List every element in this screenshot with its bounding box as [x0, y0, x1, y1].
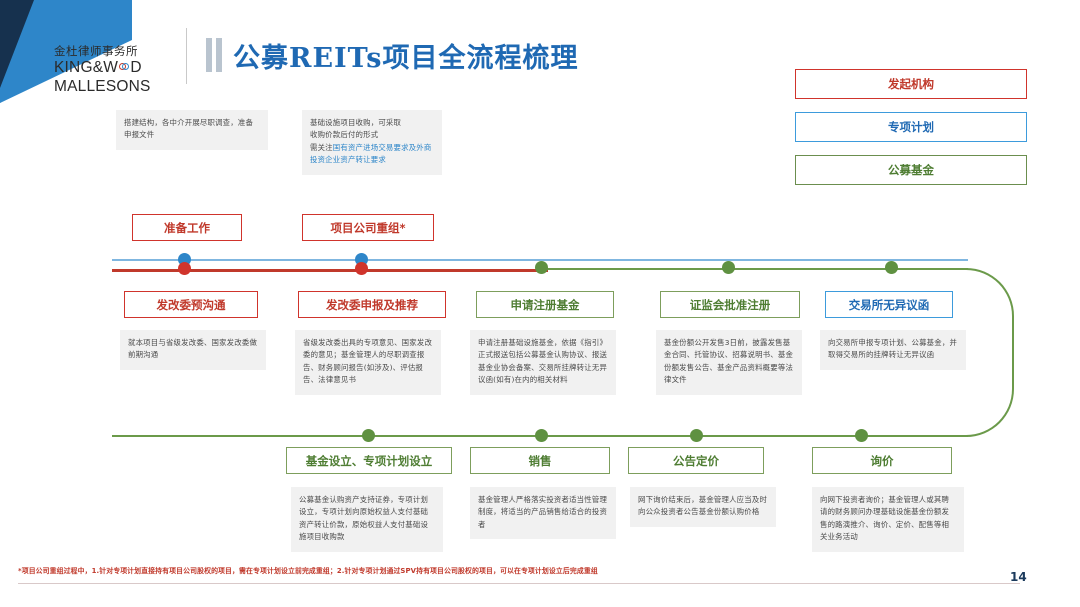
milestone-project-restructuring[interactable]: 项目公司重组* [302, 214, 434, 241]
timeline-line-public-fund-top [540, 268, 968, 271]
stage-bookbuilding[interactable]: 询价 [812, 447, 952, 474]
stage-note-bookbuilding: 向网下投资者询价；基金管理人或其聘请的财务顾问办理基础设施基金份额发售的路演推介… [812, 487, 964, 552]
stage-note-fund-registration-application: 申请注册基础设施基金，依据《指引》正式报送包括公募基金认购协议、报送基金业协会备… [470, 330, 616, 395]
timeline-dot-green-6 [690, 429, 703, 442]
page-number: 14 [1010, 570, 1027, 584]
timeline-green-uturn [966, 268, 1014, 437]
title-accent-bars [206, 38, 222, 72]
timeline-dot-green-3 [885, 261, 898, 274]
page-title: 公募REITs项目全流程梳理 [233, 43, 579, 74]
stage-sales[interactable]: 销售 [470, 447, 610, 474]
stage-ndrc-filing-recommendation[interactable]: 发改委申报及推荐 [298, 291, 446, 318]
stage-ndrc-precommunication[interactable]: 发改委预沟通 [124, 291, 258, 318]
top-note-acquisition-l3-highlight: 国有资产进场交易要求及外商投资企业资产转让要求 [310, 142, 432, 165]
brand-name-en-line2: MALLESONS [54, 77, 151, 95]
top-note-preparation: 搭建结构，各中介开展尽职调查，准备申报文件 [116, 110, 268, 150]
timeline-dot-red-1 [178, 262, 191, 275]
brand-name-en-line1-text: KING&W [54, 59, 119, 76]
top-note-acquisition-l3-prefix: 需关注 [310, 142, 333, 152]
footer-divider [18, 583, 1020, 585]
legend-abs-plan[interactable]: 专项计划 [795, 112, 1027, 142]
stage-note-sales: 基金管理人严格落实投资者适当性管理制度，将适当的产品销售给适合的投资者 [470, 487, 616, 540]
stage-note-csrc-approval: 基金份额公开发售3日前，披露发售基金合同、托管协议、招募说明书、基金份额发售公告… [656, 330, 802, 395]
ring-blue-icon [122, 63, 130, 70]
stage-note-price-announcement: 网下询价结束后，基金管理人应当及时向公众投资者公告基金份额认购价格 [630, 487, 776, 527]
brand-name-cn: 金杜律师事务所 [54, 44, 138, 58]
brand-name-en-line1: KING&WOD [54, 59, 176, 77]
header-divider [186, 28, 187, 84]
brand-logo-rings: O [118, 59, 130, 77]
top-note-acquisition: 基础设施项目收购，可采取 收购价款后付的形式 需关注国有资产进场交易要求及外商投… [302, 110, 442, 175]
stage-price-announcement[interactable]: 公告定价 [628, 447, 764, 474]
timeline-dot-green-1 [535, 261, 548, 274]
stage-note-exchange-no-objection-letter: 向交易所申报专项计划、公募基金，并取得交易所的挂牌转让无异议函 [820, 330, 966, 370]
timeline-dot-green-7 [855, 429, 868, 442]
stage-fund-and-plan-establishment[interactable]: 基金设立、专项计划设立 [286, 447, 452, 474]
legend-originator[interactable]: 发起机构 [795, 69, 1027, 99]
timeline-line-originator [112, 269, 548, 272]
stage-fund-registration-application[interactable]: 申请注册基金 [476, 291, 614, 318]
stage-csrc-approval[interactable]: 证监会批准注册 [660, 291, 800, 318]
brand-name-en-line1-tail: D [130, 59, 142, 76]
footnote: *项目公司重组过程中，1.针对专项计划直接持有项目公司股权的项目，需在专项计划设… [18, 567, 598, 575]
legend-public-fund[interactable]: 公募基金 [795, 155, 1027, 185]
milestone-preparation[interactable]: 准备工作 [132, 214, 242, 241]
top-note-acquisition-l1: 基础设施项目收购，可采取 [310, 118, 402, 127]
stage-note-fund-and-plan-establishment: 公募基金认购资产支持证券，专项计划设立，专项计划向原始权益人支付基础资产转让价款… [291, 487, 443, 552]
corner-decoration [0, 0, 132, 103]
brand-logo: 金杜律师事务所 KING&WOD MALLESONS [54, 44, 176, 95]
top-note-acquisition-l2: 收购价款后付的形式 [310, 130, 379, 140]
timeline-dot-red-2 [355, 262, 368, 275]
timeline-dot-green-2 [722, 261, 735, 274]
timeline-line-abs-plan [112, 259, 968, 262]
stage-exchange-no-objection-letter[interactable]: 交易所无异议函 [825, 291, 953, 318]
timeline-dot-green-4 [362, 429, 375, 442]
stage-note-ndrc-filing-recommendation: 省级发改委出具的专项意见、国家发改委的意见；基金管理人的尽职调查报告、财务顾问报… [295, 330, 441, 395]
timeline-dot-green-5 [535, 429, 548, 442]
stage-note-ndrc-precommunication: 就本项目与省级发改委、国家发改委做前期沟通 [120, 330, 266, 370]
